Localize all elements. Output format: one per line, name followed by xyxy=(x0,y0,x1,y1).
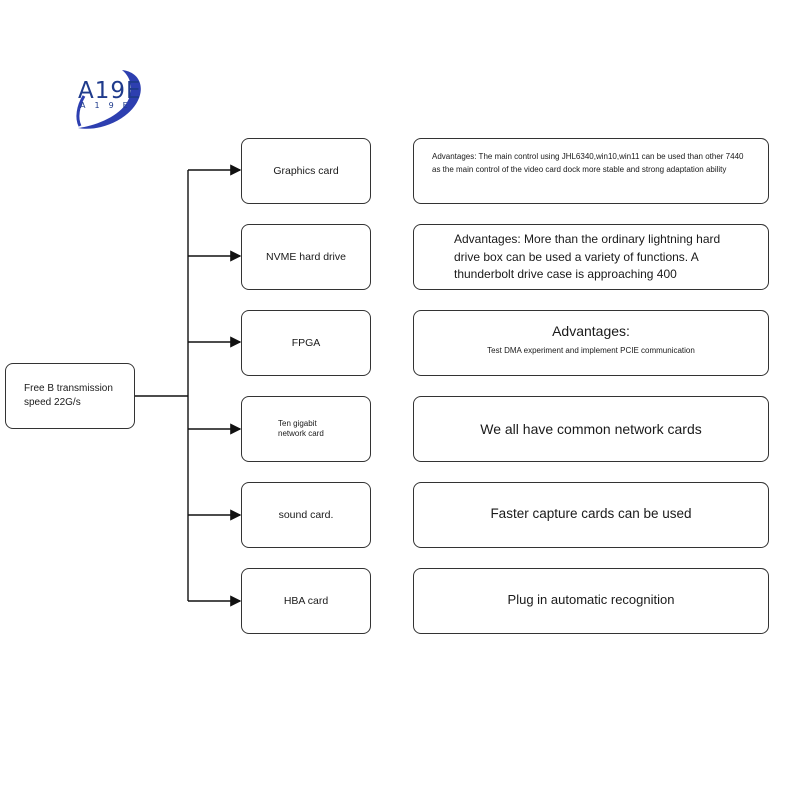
node-fpga: FPGA xyxy=(241,310,371,376)
node-label: Graphics card xyxy=(273,165,339,177)
node-label: FPGA xyxy=(291,337,321,349)
node-graphics-card: Graphics card xyxy=(241,138,371,204)
node-label: NVME hard drive xyxy=(266,251,346,263)
desc-text: We all have common network cards xyxy=(480,421,702,437)
root-node: Free B transmission speed 22G/s xyxy=(5,363,135,429)
desc-text: Faster capture cards can be used xyxy=(490,506,692,521)
node-sound-card: sound card. xyxy=(241,482,371,548)
desc-sound-card: Faster capture cards can be used xyxy=(413,482,769,548)
node-label: Ten gigabit network card xyxy=(278,419,324,438)
desc-text: Advantages: The main control using JHL63… xyxy=(432,152,744,174)
desc-hba-card: Plug in automatic recognition xyxy=(413,568,769,634)
node-network-card: Ten gigabit network card xyxy=(241,396,371,462)
desc-graphics-card: Advantages: The main control using JHL63… xyxy=(413,138,769,204)
logo-text: A19E xyxy=(78,78,142,104)
node-hba-card: HBA card xyxy=(241,568,371,634)
desc-text: Test DMA experiment and implement PCIE c… xyxy=(487,346,695,355)
logo-subtext: A19E xyxy=(80,101,137,110)
desc-network-card: We all have common network cards xyxy=(413,396,769,462)
desc-title: Advantages: xyxy=(552,323,630,339)
node-nvme-hard-drive: NVME hard drive xyxy=(241,224,371,290)
node-label: sound card. xyxy=(278,509,334,521)
root-label: Free B transmission speed 22G/s xyxy=(24,383,113,408)
desc-nvme-hard-drive: Advantages: More than the ordinary light… xyxy=(413,224,769,290)
desc-fpga: Advantages: Test DMA experiment and impl… xyxy=(413,310,769,376)
node-label: HBA card xyxy=(283,595,329,607)
desc-text: Advantages: More than the ordinary light… xyxy=(454,232,721,281)
brand-logo-swoosh xyxy=(76,70,141,129)
desc-text: Plug in automatic recognition xyxy=(507,592,675,607)
